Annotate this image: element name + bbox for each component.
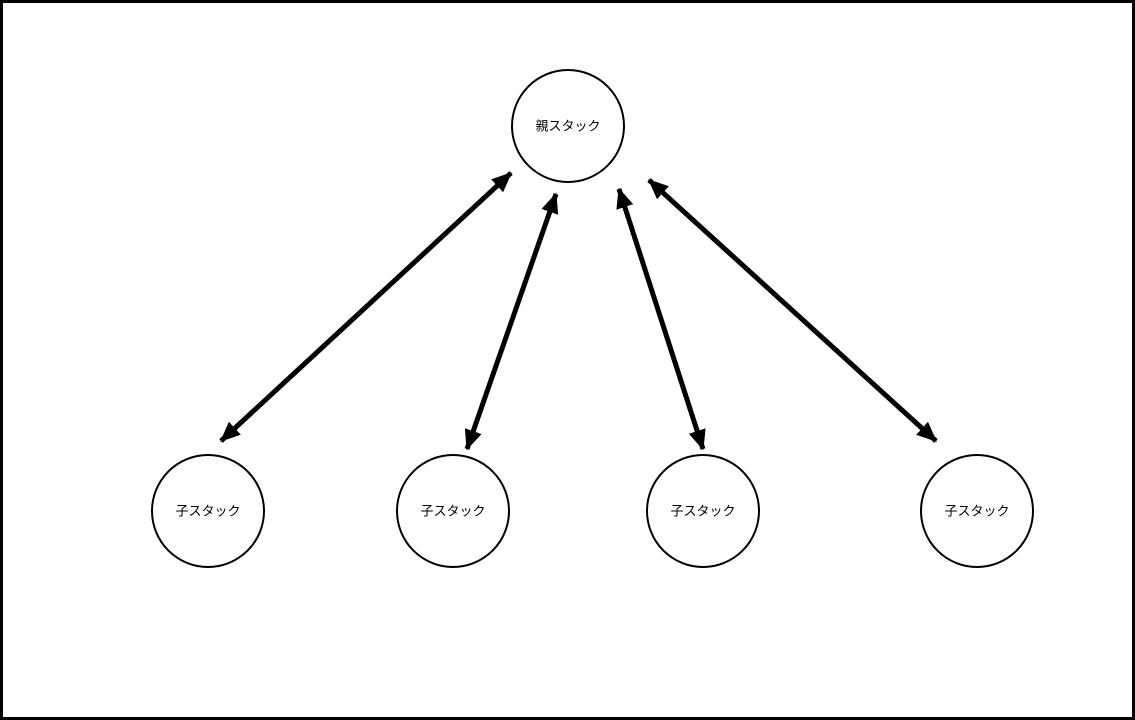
node-circle-parent	[511, 69, 625, 183]
edge-arrow-parent-child-2	[464, 192, 559, 451]
node-label-child-2: 子スタック	[420, 504, 485, 519]
edge-arrow-parent-child-3	[616, 187, 706, 451]
edge-arrow-parent-child-4	[647, 178, 938, 443]
node-child-3: 子スタック	[646, 454, 760, 568]
node-circle-child-4	[920, 454, 1034, 568]
node-child-2: 子スタック	[396, 454, 510, 568]
node-parent: 親スタック	[511, 69, 625, 183]
node-child-1: 子スタック	[151, 454, 265, 568]
node-child-4: 子スタック	[920, 454, 1034, 568]
node-circle-child-2	[396, 454, 510, 568]
node-label-parent: 親スタック	[535, 119, 600, 134]
node-label-child-3: 子スタック	[670, 504, 735, 519]
node-label-child-4: 子スタック	[944, 504, 1009, 519]
edges-layer	[219, 171, 938, 451]
node-circle-child-3	[646, 454, 760, 568]
edge-arrow-parent-child-1	[219, 171, 513, 443]
node-label-child-1: 子スタック	[175, 504, 240, 519]
node-circle-child-1	[151, 454, 265, 568]
